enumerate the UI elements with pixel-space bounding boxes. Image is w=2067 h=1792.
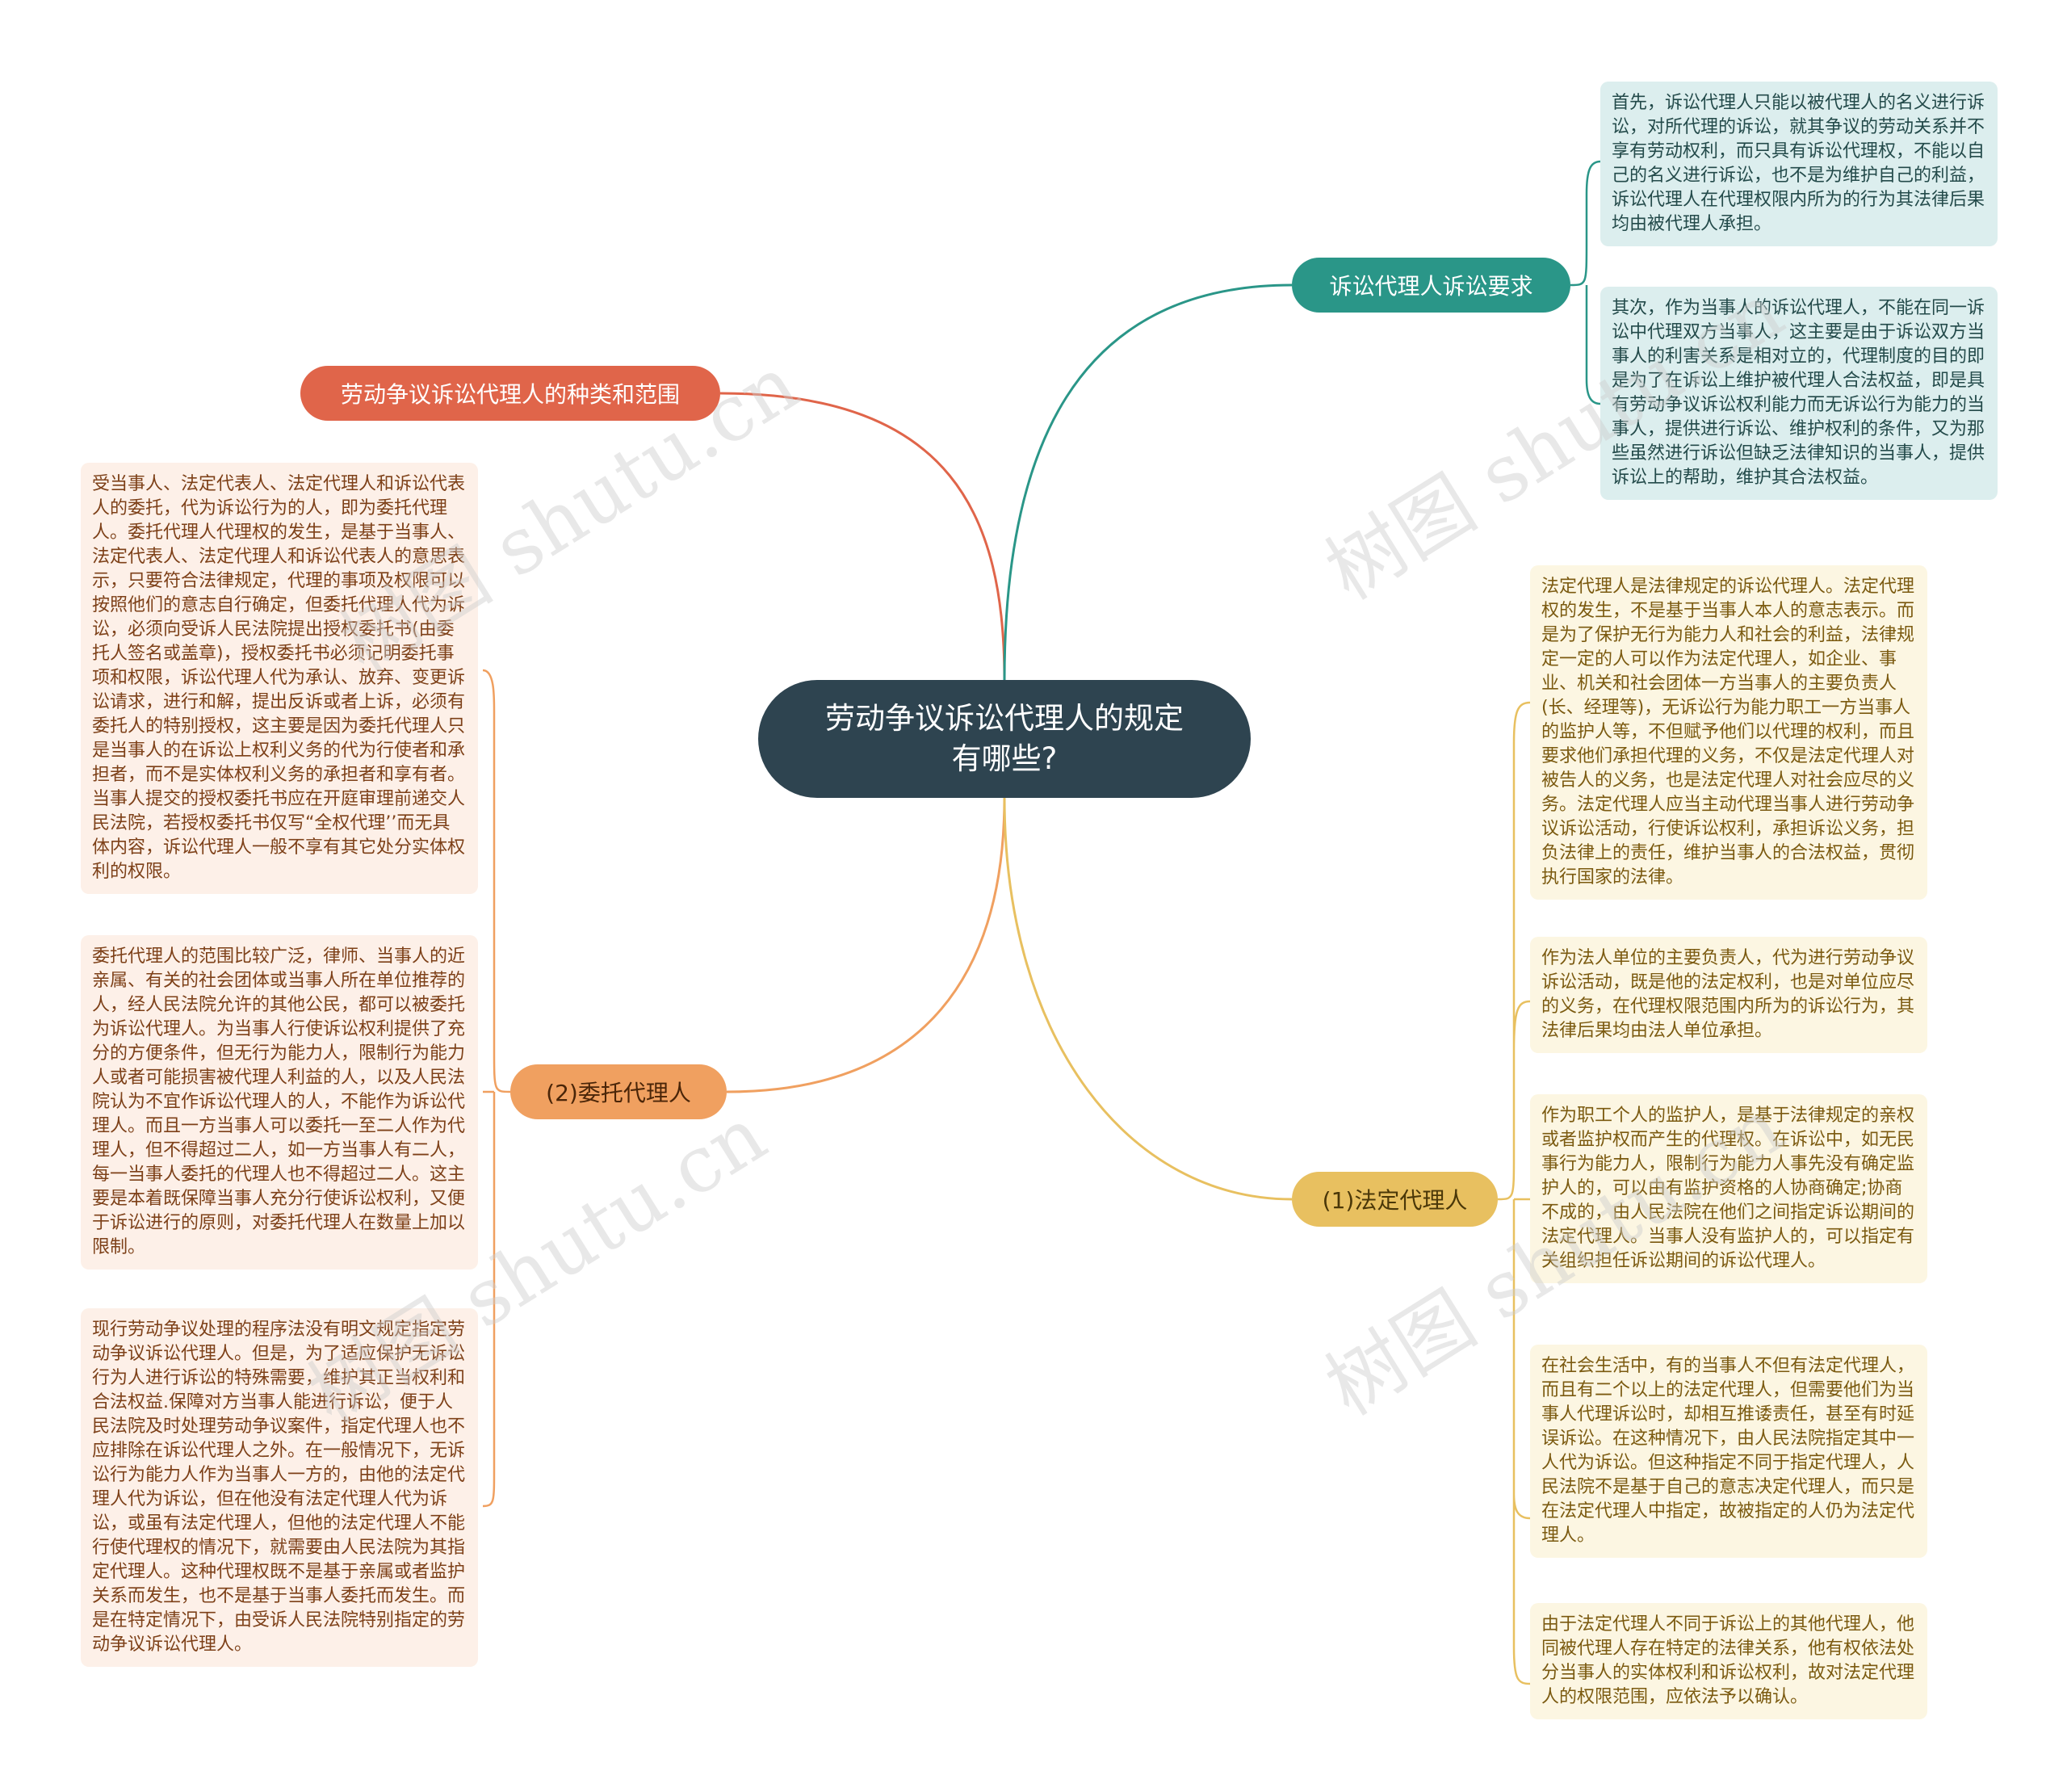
leaf-text: 在社会生活中，有的当事人不但有法定代理人，而且有二个以上的法定代理人，但需要他们… [1541, 1356, 1915, 1546]
leaf-text: 法定代理人是法律规定的诉讼代理人。法定代理权的发生，不是基于当事人本人的意志表示… [1541, 577, 1915, 888]
leaf-entrusted-designated: 现行劳动争议处理的程序法没有明文规定指定劳动争议诉讼代理人。但是，为了适应保护无… [81, 1308, 478, 1667]
link-requirements-bracket [1570, 160, 1601, 405]
leaf-text: 现行劳动争议处理的程序法没有明文规定指定劳动争议诉讼代理人。但是，为了适应保护无… [92, 1320, 466, 1655]
leaf-statutory-definition: 法定代理人是法律规定的诉讼代理人。法定代理权的发生，不是基于当事人本人的意志表示… [1530, 565, 1927, 900]
leaf-statutory-scope: 由于法定代理人不同于诉讼上的其他代理人，他同被代理人存在特定的法律关系，他有权依… [1530, 1603, 1927, 1719]
branch-requirements-label: 诉讼代理人诉讼要求 [1329, 273, 1533, 300]
leaf-requirements-first: 首先，诉讼代理人只能以被代理人的名义进行诉讼，对所代理的诉讼，就其争议的劳动关系… [1600, 82, 1998, 246]
branch-requirements[interactable]: 诉讼代理人诉讼要求 [1292, 258, 1570, 313]
leaf-text: 作为法人单位的主要负责人，代为进行劳动争议诉讼活动，既是他的法定权利，也是对单位… [1541, 948, 1915, 1041]
link-center-requirements [1003, 283, 1293, 681]
branch-types[interactable]: 劳动争议诉讼代理人的种类和范围 [300, 366, 720, 421]
link-statutory-bracket [1497, 701, 1531, 1685]
branch-statutory-label: (1)法定代理人 [1322, 1187, 1468, 1214]
link-entrusted-bracket [482, 669, 511, 1508]
leaf-entrusted-scope: 委托代理人的范围比较广泛，律师、当事人的近亲属、有关的社会团体或当事人所在单位推… [81, 935, 478, 1270]
leaf-statutory-guardian: 作为职工个人的监护人，是基于法律规定的亲权或者监护权而产生的代理权。在诉讼中，如… [1530, 1094, 1927, 1283]
leaf-text: 由于法定代理人不同于诉讼上的其他代理人，他同被代理人存在特定的法律关系，他有权依… [1541, 1614, 1915, 1707]
branch-statutory[interactable]: (1)法定代理人 [1292, 1172, 1498, 1227]
branch-entrusted[interactable]: (2)委托代理人 [510, 1064, 727, 1119]
leaf-text: 首先，诉讼代理人只能以被代理人的名义进行诉讼，对所代理的诉讼，就其争议的劳动关系… [1612, 93, 1985, 234]
branch-types-label: 劳动争议诉讼代理人的种类和范围 [340, 381, 680, 408]
branch-entrusted-label: (2)委托代理人 [546, 1080, 691, 1106]
leaf-entrusted-definition: 受当事人、法定代表人、法定代理人和诉讼代表人的委托，代为诉讼行为的人，即为委托代… [81, 463, 478, 894]
leaf-statutory-legal-person: 作为法人单位的主要负责人，代为进行劳动争议诉讼活动，既是他的法定权利，也是对单位… [1530, 937, 1927, 1053]
leaf-text: 其次，作为当事人的诉讼代理人，不能在同一诉讼中代理双方当事人，这主要是由于诉讼双… [1612, 298, 1985, 488]
leaf-text: 作为职工个人的监护人，是基于法律规定的亲权或者监护权而产生的代理权。在诉讼中，如… [1541, 1106, 1915, 1271]
leaf-text: 受当事人、法定代表人、法定代理人和诉讼代表人的委托，代为诉讼行为的人，即为委托代… [92, 474, 466, 882]
root-topic-label: 劳动争议诉讼代理人的规定有哪些? [825, 701, 1184, 776]
leaf-statutory-multiple: 在社会生活中，有的当事人不但有法定代理人，而且有二个以上的法定代理人，但需要他们… [1530, 1345, 1927, 1558]
leaf-text: 委托代理人的范围比较广泛，律师、当事人的近亲属、有关的社会团体或当事人所在单位推… [92, 946, 466, 1257]
link-center-types [719, 392, 1006, 681]
leaf-requirements-second: 其次，作为当事人的诉讼代理人，不能在同一诉讼中代理双方当事人，这主要是由于诉讼双… [1600, 287, 1998, 500]
link-center-statutory [1003, 797, 1293, 1201]
link-center-entrusted [726, 797, 1006, 1093]
root-topic[interactable]: 劳动争议诉讼代理人的规定有哪些? [758, 680, 1251, 798]
